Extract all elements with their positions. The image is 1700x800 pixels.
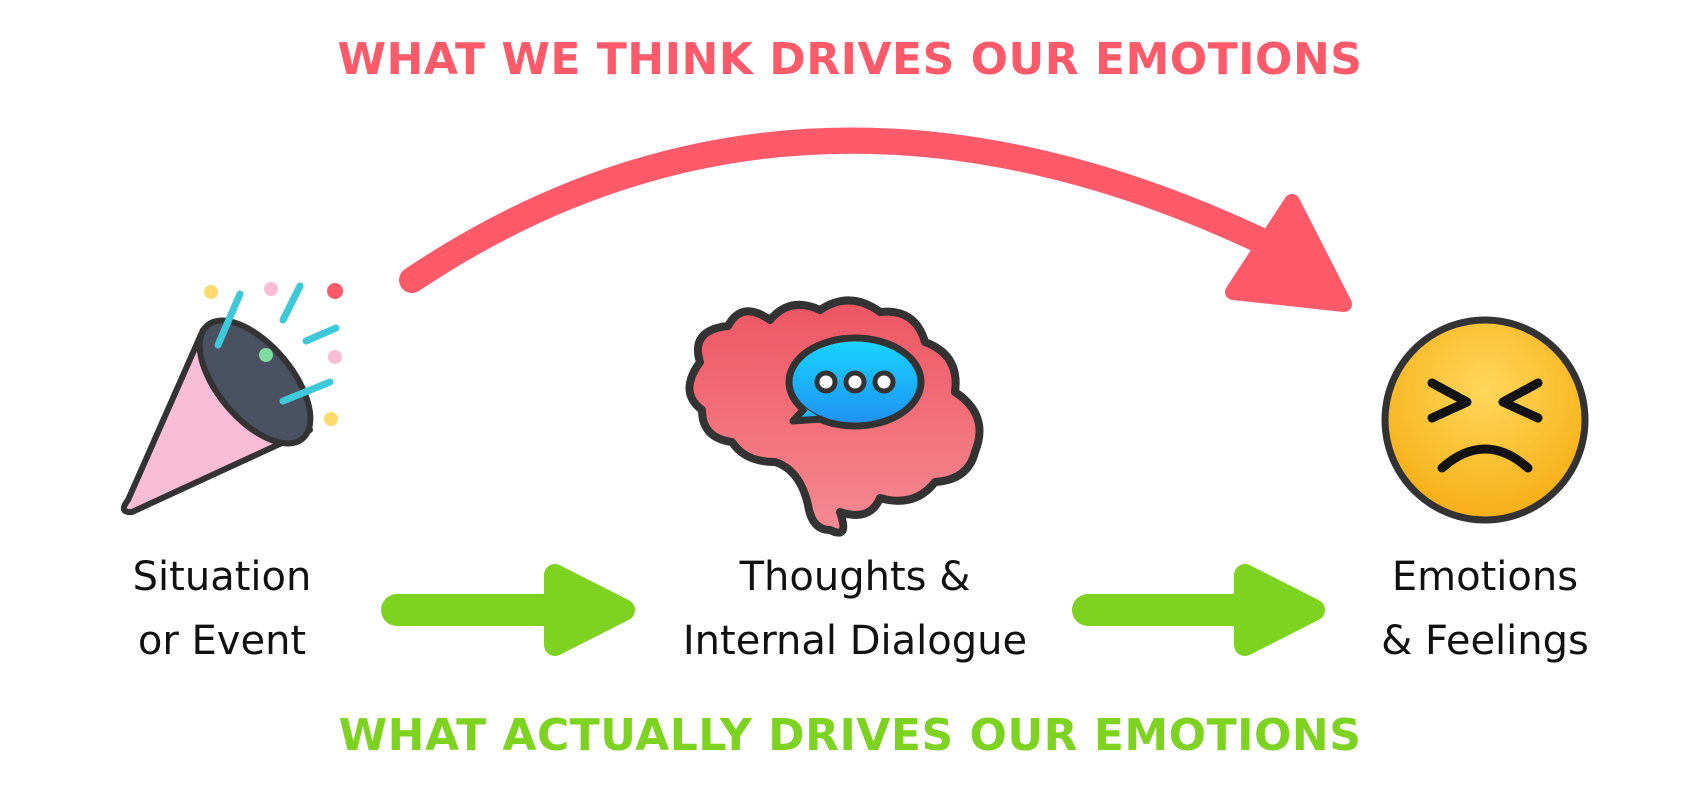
node-label-line: Internal Dialogue bbox=[682, 618, 1028, 664]
party-popper-icon bbox=[120, 282, 343, 516]
actual-arrow-2 bbox=[1072, 564, 1325, 656]
node-label-situation: Situation or Event bbox=[12, 545, 432, 673]
node-label-thoughts: Thoughts & Internal Dialogue bbox=[645, 545, 1065, 673]
actual-arrow-1 bbox=[381, 564, 635, 656]
node-label-line: Situation bbox=[132, 554, 312, 600]
node-label-line: & Feelings bbox=[1381, 618, 1589, 664]
node-label-line: or Event bbox=[137, 618, 307, 664]
brain-speech-bubble-icon bbox=[685, 296, 984, 537]
frustrated-face-icon bbox=[1381, 316, 1589, 524]
node-label-line: Thoughts & bbox=[739, 554, 971, 600]
actual-path-title: WHAT ACTUALLY DRIVES OUR EMOTIONS bbox=[338, 710, 1362, 761]
perceived-curved-arrow bbox=[399, 127, 1352, 312]
perceived-path-title: WHAT WE THINK DRIVES OUR EMOTIONS bbox=[337, 34, 1363, 85]
node-label-emotions: Emotions & Feelings bbox=[1275, 545, 1695, 673]
node-label-line: Emotions bbox=[1391, 554, 1579, 600]
